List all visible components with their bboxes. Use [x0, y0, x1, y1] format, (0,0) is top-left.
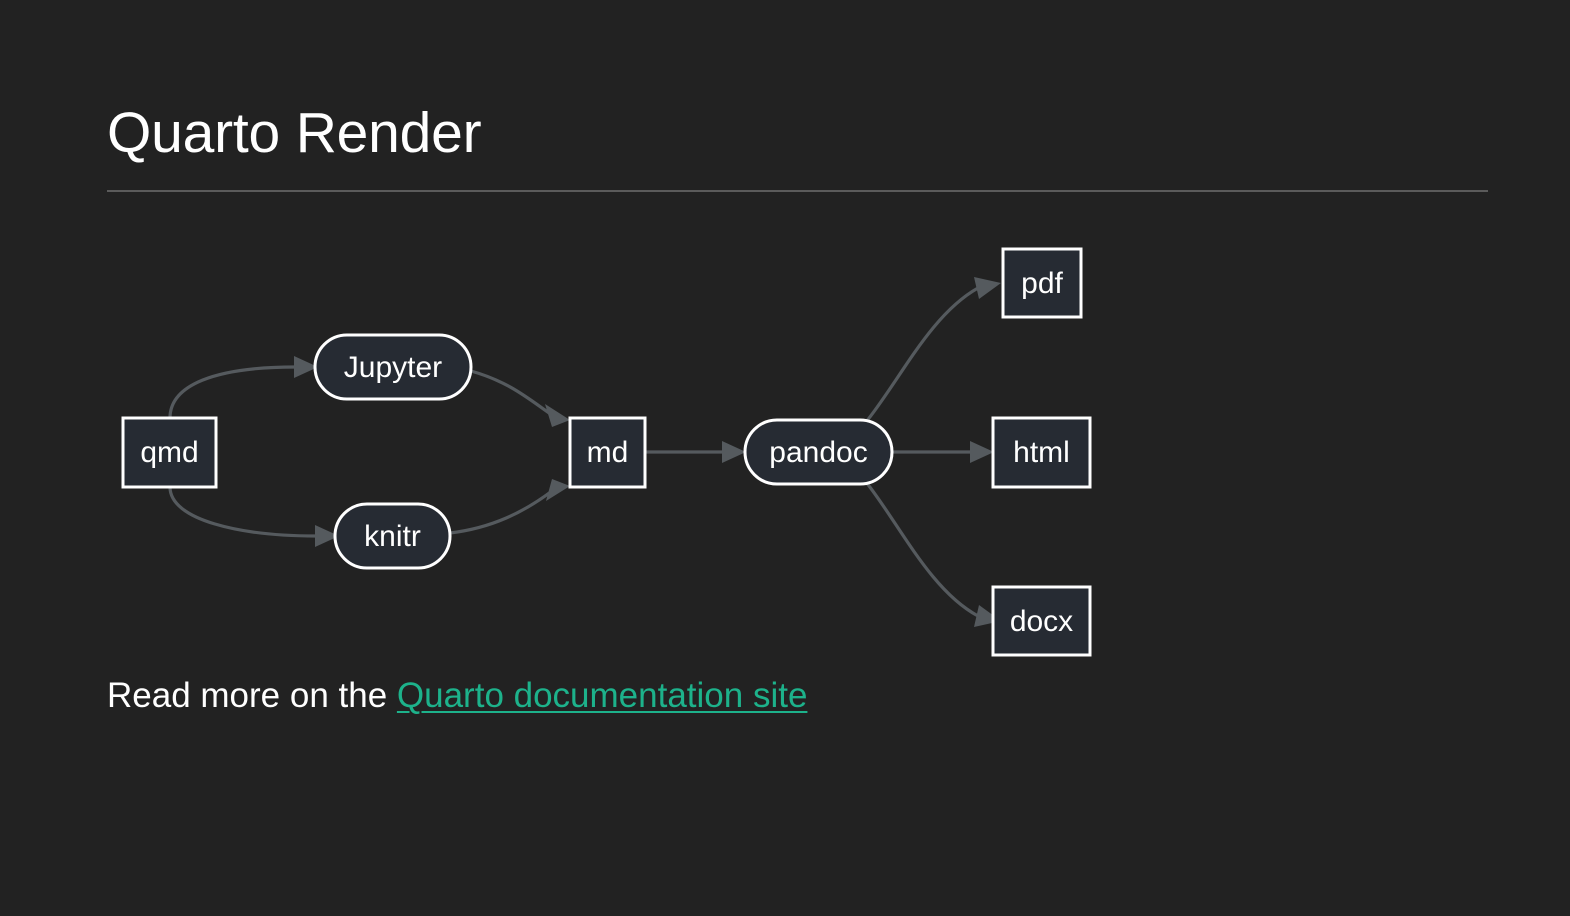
edge-pandoc-to-html [892, 441, 994, 463]
node-html: html [991, 416, 1092, 489]
node-jupyter: Jupyter [313, 333, 473, 401]
edge-md-to-pandoc [645, 441, 746, 463]
edge-qmd-to-knitr [168, 486, 339, 547]
node-qmd: qmd [121, 416, 218, 489]
edge-pandoc-to-pdf [864, 277, 1001, 424]
node-label-pandoc: pandoc [769, 436, 867, 469]
node-md: md [568, 416, 647, 489]
read-more-text: Read more on the Quarto documentation si… [107, 673, 807, 719]
page-title: Quarto Render [107, 101, 482, 165]
read-more-prefix: Read more on the [107, 676, 397, 715]
node-pandoc: pandoc [743, 418, 894, 486]
edge-jupyter-to-md [470, 369, 570, 427]
node-label-knitr: knitr [364, 520, 421, 553]
edge-qmd-to-jupyter [168, 356, 318, 419]
node-knitr: knitr [333, 502, 452, 570]
node-label-qmd: qmd [140, 436, 198, 469]
node-pdf: pdf [1001, 247, 1083, 319]
edge-knitr-to-md [449, 479, 570, 535]
node-label-pdf: pdf [1021, 267, 1063, 300]
node-label-jupyter: Jupyter [344, 351, 442, 384]
node-docx: docx [991, 585, 1092, 657]
title-divider [107, 190, 1488, 192]
quarto-documentation-link[interactable]: Quarto documentation site [396, 676, 808, 715]
node-label-docx: docx [1010, 605, 1073, 638]
node-label-html: html [1013, 436, 1070, 469]
node-label-md: md [587, 436, 629, 469]
edge-pandoc-to-docx [864, 481, 1001, 627]
